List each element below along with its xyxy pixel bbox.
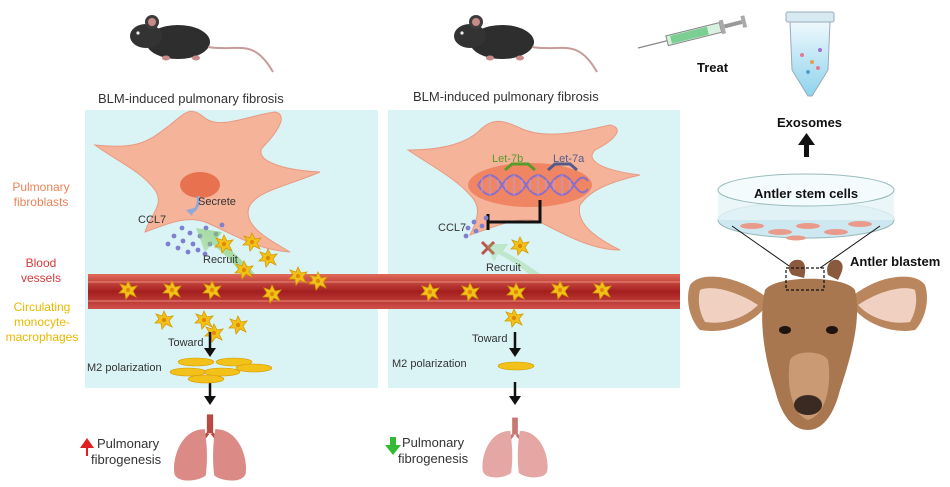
right-ccl7-label: CCL7: [438, 222, 467, 234]
deer-head: [688, 259, 927, 436]
left-toward-label: Toward: [168, 337, 204, 349]
exosome-tube-icon: [785, 11, 835, 97]
dna-helix: [477, 174, 589, 196]
right-outcome: Pulmonary fibrogenesis: [398, 435, 468, 467]
let7a-label: Let-7a: [553, 153, 585, 165]
mouse-left: [129, 14, 274, 73]
right-ccl7-dots: [463, 215, 489, 239]
left-ccl7-label: CCL7: [138, 214, 167, 226]
right-recruit-label: Recruit: [486, 262, 521, 274]
side-label-fibroblasts: Pulmonary fibroblasts: [0, 180, 82, 210]
left-nucleus: [180, 172, 220, 198]
side-label-vessels: Blood vessels: [0, 256, 82, 286]
side-label-macrophages-line3: macrophages: [5, 330, 79, 344]
blastema-label: Antler blastem: [850, 254, 941, 269]
left-outcome: Pulmonary fibrogenesis: [91, 436, 161, 468]
left-lungs: [172, 412, 248, 483]
right-m2-label: M2 polarization: [392, 358, 467, 370]
inhibition-line: [488, 200, 542, 224]
right-lungs: [480, 416, 550, 479]
right-m2-macrophages: [497, 361, 535, 371]
stem-cells-label: Antler stem cells: [754, 186, 859, 201]
down-arrow-icon: [385, 437, 401, 455]
blood-vessel: [88, 274, 680, 309]
up-arrow-icon: [80, 438, 94, 456]
exosomes-label: Exosomes: [777, 115, 843, 130]
left-m2-label: M2 polarization: [87, 362, 162, 374]
left-m2-macrophages: [169, 357, 273, 384]
side-label-macrophages: Circulating monocyte- macrophages: [0, 300, 84, 345]
left-outcome-line2: fibrogenesis: [91, 452, 162, 467]
petri-dish: [717, 173, 895, 269]
right-panel-title: BLM-induced pulmonary fibrosis: [413, 89, 599, 104]
exosome-arrow-icon: [798, 133, 815, 157]
left-panel-title: BLM-induced pulmonary fibrosis: [98, 91, 284, 106]
side-label-fibroblasts-line2: fibroblasts: [13, 195, 69, 209]
syringe-icon: [637, 15, 748, 49]
left-recruit-label: Recruit: [203, 254, 238, 266]
side-label-vessels-line1: Blood: [25, 256, 57, 270]
right-outcome-line2: fibrogenesis: [398, 451, 469, 466]
treat-label: Treat: [697, 60, 729, 75]
mouse-right: [453, 14, 598, 73]
side-label-macrophages-line2: monocyte-: [13, 315, 71, 329]
right-outcome-line1: Pulmonary: [402, 435, 465, 450]
side-label-macrophages-line1: Circulating: [13, 300, 71, 314]
left-secrete-label: Secrete: [198, 196, 236, 208]
left-outcome-line1: Pulmonary: [97, 436, 160, 451]
side-label-vessels-line2: vessels: [20, 271, 61, 285]
let7b-label: Let-7b: [492, 153, 524, 165]
right-toward-label: Toward: [472, 333, 508, 345]
side-label-fibroblasts-line1: Pulmonary: [12, 180, 70, 194]
